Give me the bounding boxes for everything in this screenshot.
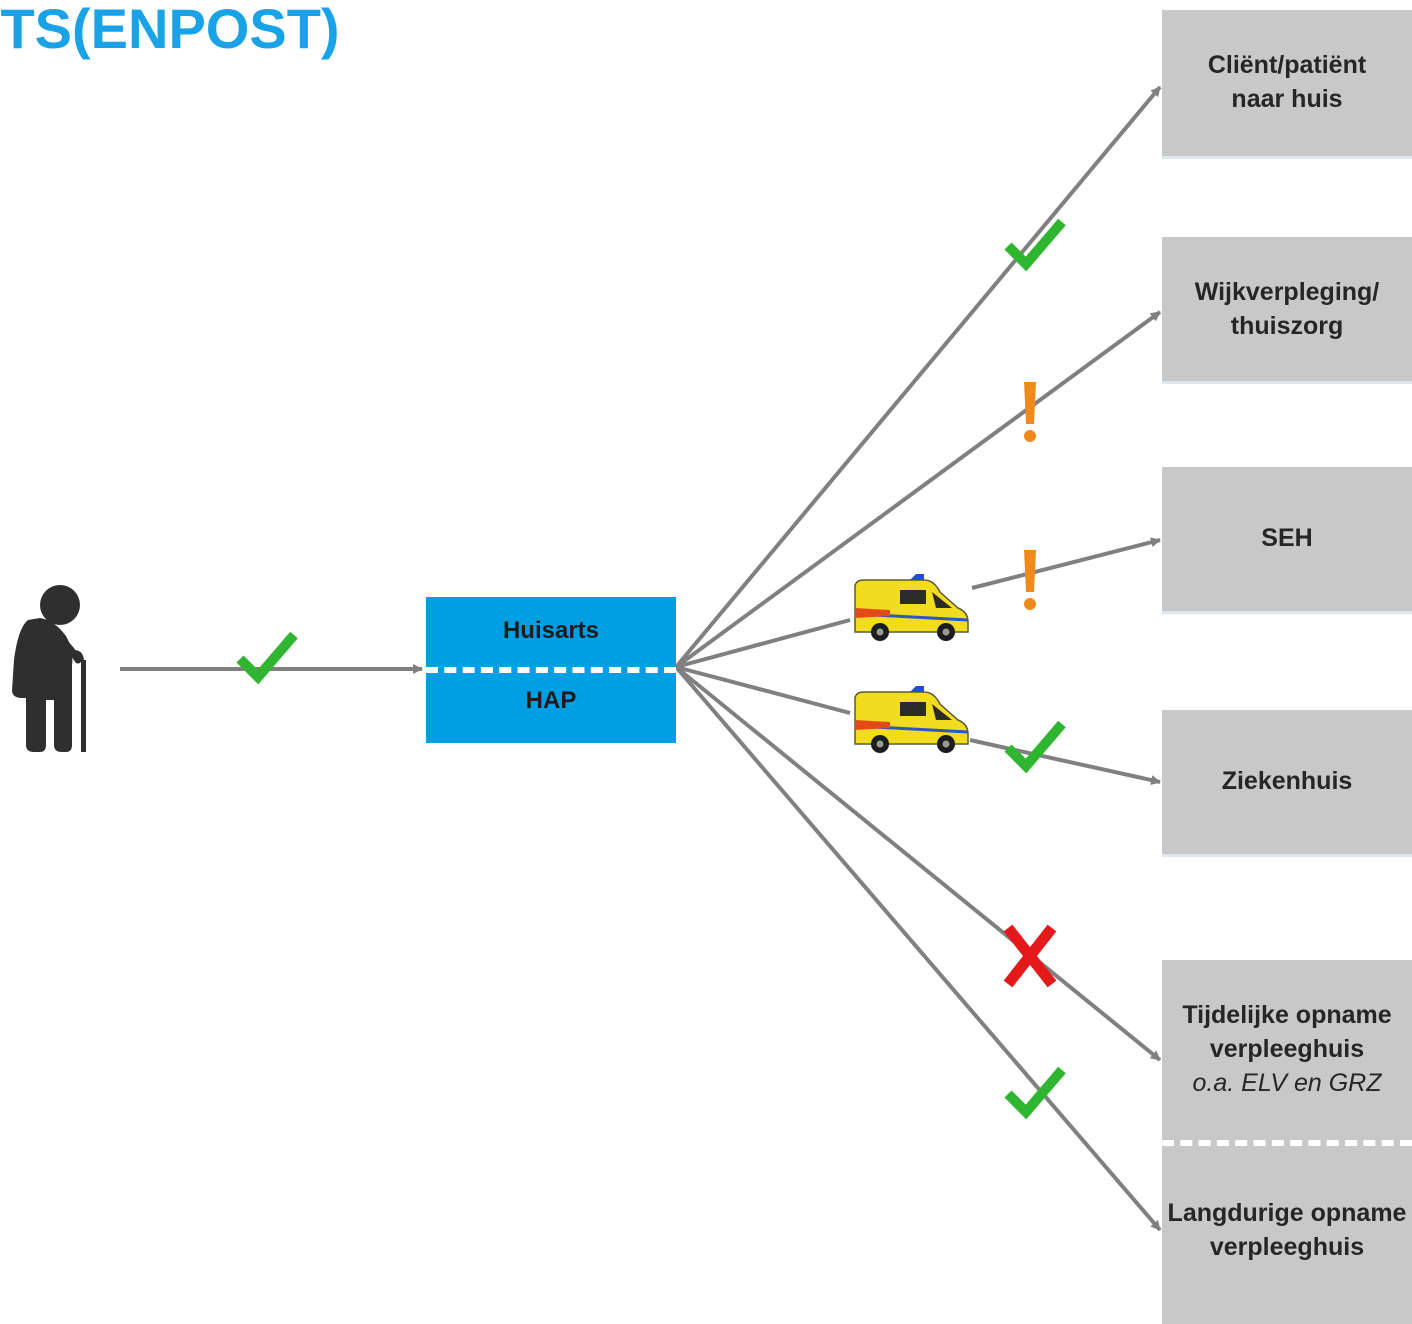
destination-wijk-line2: thuiszorg [1230,312,1344,340]
destination-home-line1: Cliënt/patiënt [1207,51,1367,79]
arrow-to-ziekenhuis-part1 [675,665,851,715]
arrow-to-ziekenhuis [969,738,1161,785]
destination-tijdelijk-line2: verpleeghuis [1209,1035,1365,1063]
cross-icon [1008,928,1052,984]
destination-langdurig-line1: Langdurige opname [1167,1199,1407,1227]
destination-wijkverpleging: Wijkverpleging/ thuiszorg [1162,237,1412,381]
arrow-to-wijk [674,310,1162,669]
arrow-to-home [674,85,1162,669]
destination-verpleeghuis: Tijdelijke opname verpleeghuis o.a. ELV … [1162,960,1412,1324]
destination-seh-line1: SEH [1261,524,1313,552]
ambulance-icon [853,684,970,755]
destination-tijdelijk-line1: Tijdelijke opname [1182,1001,1392,1029]
ambulance-icon [853,572,970,643]
hub-huisarts-hap: Huisarts HAP [426,597,676,743]
destination-wijk-line1: Wijkverpleging/ [1194,278,1380,306]
page-title: RTS(ENPOST) [0,0,340,60]
verpleeghuis-divider [1162,1140,1412,1146]
warning-icon [1024,550,1036,610]
destination-tijdelijk-sub: o.a. ELV en GRZ [1192,1069,1382,1097]
destination-ziekenhuis: Ziekenhuis [1162,710,1412,854]
hub-divider [426,667,676,673]
arrow-to-seh [971,537,1161,590]
check-icon [1008,222,1062,264]
destination-ziekenhuis-line1: Ziekenhuis [1221,767,1353,795]
destination-home: Cliënt/patiënt naar huis [1162,10,1412,156]
destination-seh: SEH [1162,467,1412,611]
hub-label-huisarts: Huisarts [502,617,600,644]
elderly-person-with-cane-icon [12,585,86,752]
destination-home-line2: naar huis [1231,85,1343,113]
hub-label-hap: HAP [525,687,577,714]
arrow-to-seh-part1 [675,618,851,669]
arrow-to-langdurig [674,665,1162,1232]
warning-icon [1024,382,1036,442]
destination-langdurig-line2: verpleeghuis [1209,1233,1365,1261]
arrow-to-tijdelijk [674,665,1162,1062]
